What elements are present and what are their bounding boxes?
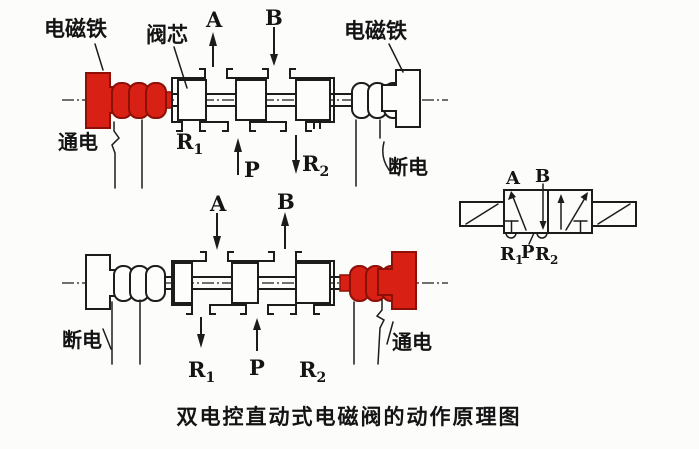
label-port-p: P [244,157,260,182]
flow-arrow-p-in [234,138,242,175]
symbol-label-p: P [521,242,535,263]
exhaust-port-r2 [536,232,548,239]
valve-spool-lands [173,262,331,304]
flow-arrow-a-out [209,32,217,67]
label-port-b: B [277,189,295,214]
exhaust-port-r1 [505,232,517,239]
flow-arrow-b-out [281,212,289,249]
label-port-r2: R2 [302,151,329,180]
symbol-label-b: B [535,166,550,187]
label-deenergized: 断电 [388,155,428,179]
symbol-flow-diagonal-up [565,192,588,231]
symbol-flow-b-down [539,183,547,230]
label-port-a: A [205,7,223,32]
label-port-r1: R1 [188,357,215,386]
solenoid-plunger-right [381,69,421,128]
symbol-blocked-port-right [573,220,588,234]
solenoid-plunger-right [377,251,417,310]
top-valve-diagram: 电磁铁 阀芯 A B 电磁铁 通电 R1 P R2 断电 [44,5,448,189]
solenoid-symbol-left-slash [465,203,499,225]
solenoid-symbol-right-slash [597,203,631,225]
leader-electromagnet-left [94,43,104,71]
label-port-p: P [249,355,265,380]
flow-arrow-p-in [253,318,261,351]
lead-wires-right [353,299,394,365]
symbol-position-right [547,189,593,234]
flow-arrow-r2-out [292,135,300,174]
valve-spool-lands [177,79,331,121]
label-port-a: A [209,191,227,216]
bottom-valve-diagram: A B 断电 R1 P R2 通电 [62,189,448,386]
symbol-blocked-port-left [504,220,519,234]
label-port-b: B [265,5,283,30]
label-electromagnet-right: 电磁铁 [344,18,407,43]
lead-wires-right [355,119,390,187]
label-port-r1: R1 [176,129,203,158]
flow-arrow-r1-out [197,317,205,348]
label-valve-spool: 阀芯 [146,22,188,47]
label-energized: 通电 [58,130,98,154]
symbol-label-r1: R1 [500,244,523,267]
valve-body [171,68,335,132]
symbol-label-a: A [505,168,521,189]
symbol-flow-up [557,194,565,230]
lead-wires-left [102,299,141,365]
lead-wires-left [111,119,143,189]
valve-symbol: A B R1 P R2 [459,166,637,267]
leader-port-p [528,232,535,245]
symbol-flow-p-to-a [508,191,527,231]
label-deenergized: 断电 [62,328,102,352]
caption: 双电控直动式电磁阀的动作原理图 [177,404,522,429]
valve-body [171,251,335,315]
solenoid-coil-left [113,265,166,302]
flow-arrow-a-in [213,213,221,250]
label-energized: 通电 [392,330,432,354]
symbol-label-r2: R2 [535,244,558,267]
label-electromagnet-left: 电磁铁 [44,16,107,41]
leader-valve-spool [173,46,188,89]
label-port-r2: R2 [299,357,326,386]
leader-electromagnet-right [388,43,404,73]
solenoid-coil-left [111,82,167,119]
flow-arrow-b-in [270,27,278,66]
